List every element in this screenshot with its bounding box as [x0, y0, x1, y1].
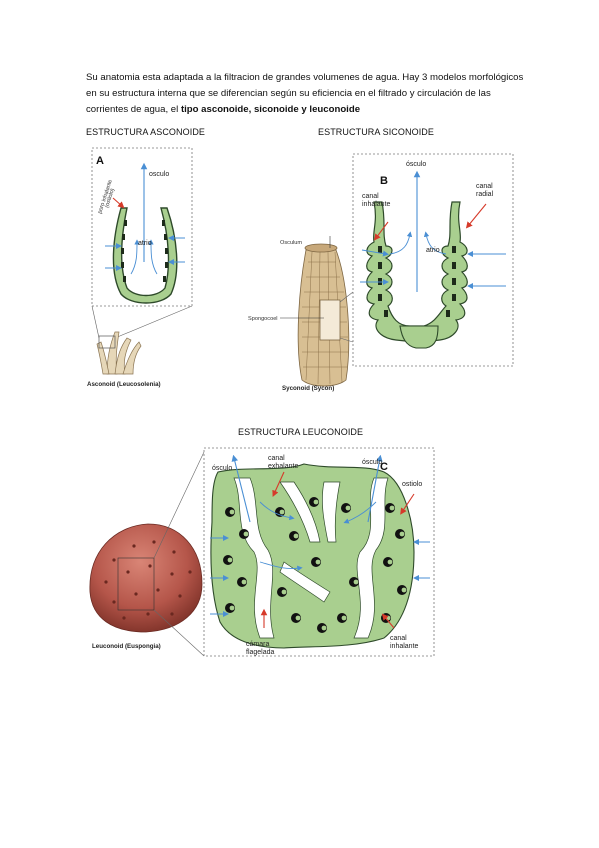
fig-c-ostiolo: ostiolo: [402, 481, 422, 488]
fig-b-canal-rad-2: radial: [476, 191, 494, 198]
fig-c-canal-exh-2: exhalante: [268, 463, 298, 470]
fig-b-canal-rad-1: canal: [476, 183, 493, 190]
fig-b-atrio: atrio: [426, 247, 440, 254]
fig-a-caption: Asconoid (Leucosolenia): [87, 381, 161, 388]
fig-c-osculo-left: ósculo: [212, 465, 232, 472]
fig-b-canal-inh-1: canal: [362, 193, 379, 200]
fig-c-camara-2: flagelada: [246, 649, 275, 656]
fig-c-canal-inh-2: inhalante: [390, 643, 419, 650]
fig-b-osculum: Osculum: [280, 240, 302, 246]
leuconoid-figure: Leuconoid (Euspongia) C ósculo ósculo: [89, 447, 435, 657]
fig-c-canal-inh-1: canal: [390, 635, 407, 642]
fig-b-caption: Syconoid (Sycon): [282, 385, 334, 392]
intro-text: Su anatomia esta adaptada a la filtracio…: [86, 72, 524, 116]
syconoid-figure: Osculum Spongocoel Syconoid (Sycon) B ós…: [248, 153, 514, 392]
asconoid-wall: [112, 207, 178, 304]
syconoid-wall: [366, 201, 468, 343]
fig-a-atrio: atrio: [138, 240, 152, 247]
fig-a-porocito: (ostiolo): [104, 188, 116, 209]
fig-c-canal-exh-1: canal: [268, 455, 285, 462]
fig-a-letter: A: [96, 155, 104, 167]
fig-c-osculo-right: ósculo: [362, 459, 382, 466]
fig-b-osculo: ósculo: [406, 161, 426, 168]
heading-leuconoide: ESTRUCTURA LEUCONOIDE: [238, 427, 364, 437]
heading-asconoide: ESTRUCTURA ASCONOIDE: [86, 127, 206, 137]
fig-c-camara-1: cámara: [246, 641, 269, 648]
fig-b-letter: B: [380, 175, 388, 187]
intro-paragraph: Su anatomia esta adaptada a la filtracio…: [86, 70, 526, 119]
fig-b-canal-inh-2: inhalante: [362, 201, 391, 208]
sycon-drawing: [297, 236, 350, 387]
fig-a-osculo: osculo: [149, 171, 169, 178]
leucosolenia-drawing: [96, 331, 142, 375]
fig-c-caption: Leuconoid (Euspongia): [92, 643, 161, 650]
fig-c-letter: C: [380, 461, 388, 473]
euspongia-drawing: [89, 523, 203, 633]
heading-siconoide: ESTRUCTURA SICONOIDE: [318, 127, 435, 137]
fig-b-spongocoel: Spongocoel: [248, 316, 278, 322]
asconoid-figure: A osculo atrio poro inhalante (ostiolo) …: [87, 147, 193, 388]
intro-bold: tipo asconoide, siconoide y leuconoide: [180, 104, 361, 116]
